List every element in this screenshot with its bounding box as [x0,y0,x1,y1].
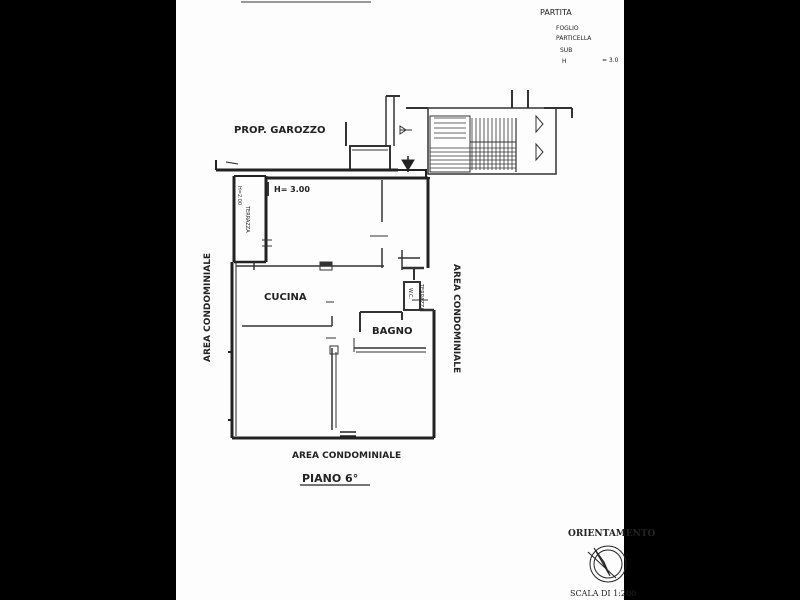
floor-plan-sheet: PARTITA FOGLIO PARTICELLA SUB H = 3.0 PR… [176,0,656,600]
h-value: = 3.0 [602,57,619,64]
partita-label: PARTITA [540,8,572,17]
particella-label: PARTICELLA [556,35,592,42]
neighbor-label: PROP. GAROZZO [234,125,325,136]
scale-label: SCALA DI 1:200 [570,589,636,598]
bathroom-label: BAGNO [372,326,412,337]
apartment-walls [215,160,436,440]
north-arrow-icon [587,545,627,583]
area-left-label: AREA CONDOMINIALE [203,253,213,362]
cadastral-header: PARTITA FOGLIO PARTICELLA SUB H = 3.0 [540,8,619,65]
sub-label: SUB [560,47,572,54]
floor-plan-drawing: PARTITA FOGLIO PARTICELLA SUB H = 3.0 PR… [203,1,656,598]
kitchen-label: CUCINA [264,292,307,303]
orientation-label: ORIENTAMENTO [568,529,656,539]
balcony-block [345,95,400,171]
terrace-right-label: TERRAZZA [418,283,424,311]
terrace-left-label: TERRAZZA [244,205,250,233]
foglio-label: FOGLIO [556,25,579,32]
floor-title: PIANO 6° [302,472,358,485]
h-label: H [562,58,567,65]
wc-label: W.C. [407,288,413,299]
height-label: H= 3.00 [274,185,310,194]
area-bottom-label: AREA CONDOMINIALE [292,451,401,461]
balcony-height-label: H=2.00 [236,186,242,205]
interior-partitions [236,180,434,430]
staircase [399,90,573,175]
area-right-label: AREA CONDOMINIALE [451,264,461,373]
